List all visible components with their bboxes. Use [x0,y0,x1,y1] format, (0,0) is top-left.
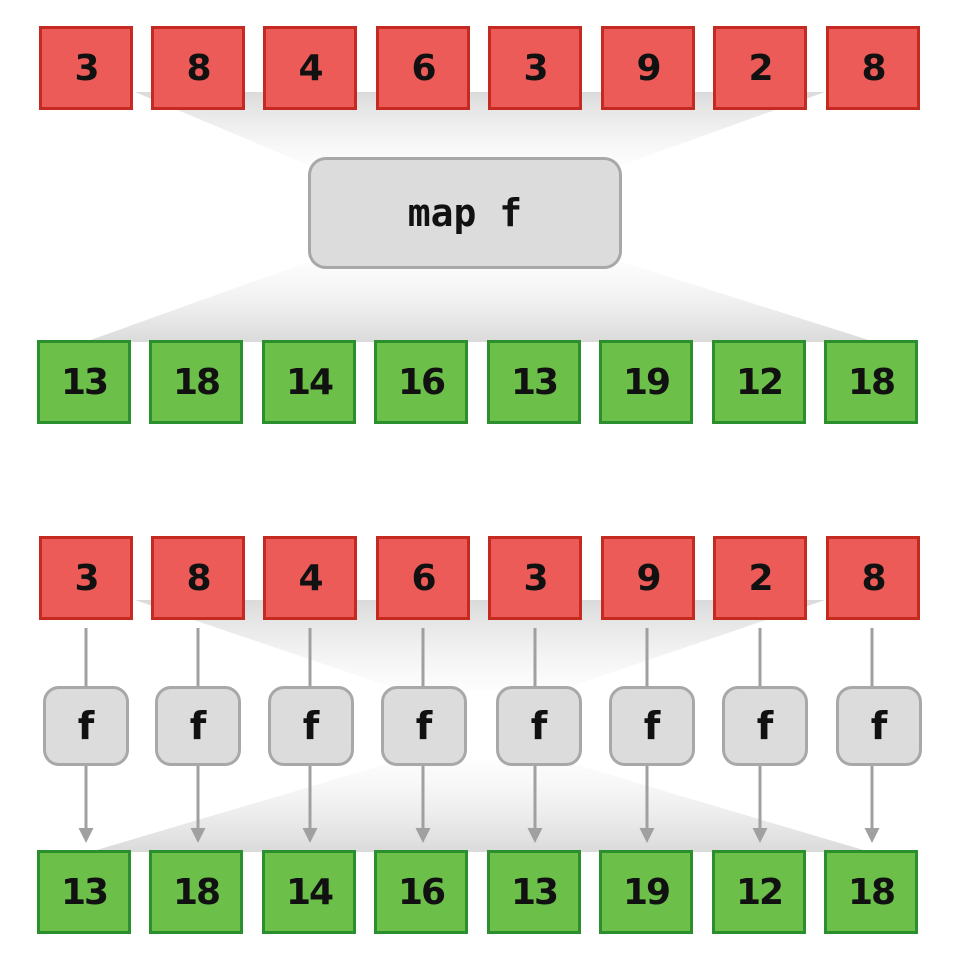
function-to-output-arrows [78,766,880,843]
function-f-box: f [155,686,241,766]
top-output-cell: 12 [712,340,806,424]
top-input-cell: 6 [376,26,470,110]
bottom-input-cell: 6 [376,536,470,620]
function-f-box: f [722,686,808,766]
bottom-input-cell: 3 [39,536,133,620]
top-output-cell: 13 [487,340,581,424]
top-output-cell: 14 [262,340,356,424]
bottom-input-cell: 8 [826,536,920,620]
bottom-output-cell: 18 [149,850,243,934]
top-input-cell: 8 [151,26,245,110]
bottom-output-cell: 13 [487,850,581,934]
map-function-box: map f [308,157,622,269]
bottom-funnel-in [135,600,825,690]
function-f-box: f [496,686,582,766]
top-input-cell: 9 [601,26,695,110]
bottom-output-cell: 16 [374,850,468,934]
top-output-cell: 16 [374,340,468,424]
top-funnel-in [135,92,825,165]
top-input-cell: 2 [713,26,807,110]
function-f-box: f [268,686,354,766]
bottom-output-cell: 18 [824,850,918,934]
function-f-box: f [836,686,922,766]
top-output-cell: 18 [824,340,918,424]
bottom-output-cell: 12 [712,850,806,934]
top-funnel-out [85,262,875,342]
input-to-function-lines [84,628,874,688]
bottom-input-cell: 9 [601,536,695,620]
top-input-cell: 4 [263,26,357,110]
bottom-input-cell: 3 [488,536,582,620]
top-input-cell: 3 [488,26,582,110]
bottom-output-cell: 19 [599,850,693,934]
bottom-input-cell: 4 [263,536,357,620]
top-output-cell: 18 [149,340,243,424]
bottom-output-cell: 13 [37,850,131,934]
top-output-cell: 19 [599,340,693,424]
function-f-box: f [381,686,467,766]
top-input-cell: 3 [39,26,133,110]
top-output-cell: 13 [37,340,131,424]
bottom-input-cell: 2 [713,536,807,620]
function-f-box: f [43,686,129,766]
function-f-box: f [609,686,695,766]
bottom-input-cell: 8 [151,536,245,620]
top-input-cell: 8 [826,26,920,110]
bottom-output-cell: 14 [262,850,356,934]
bottom-funnel-out [90,760,870,852]
